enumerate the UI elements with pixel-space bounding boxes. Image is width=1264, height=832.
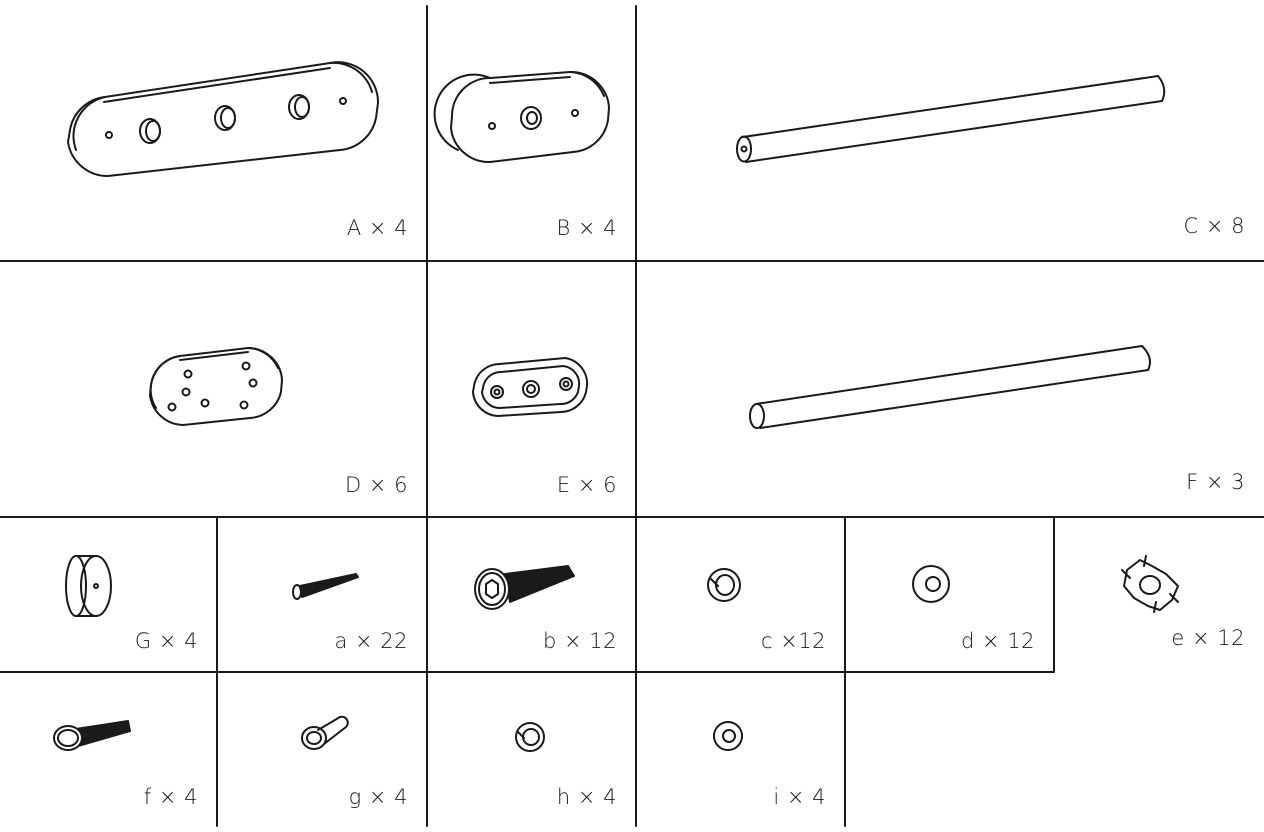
grid-lines — [0, 5, 1264, 827]
flat-washer-icon — [912, 565, 950, 603]
part-label-i: i × 4 — [773, 785, 826, 809]
part-label-C: C × 8 — [1183, 214, 1245, 238]
part-label-E: E × 6 — [556, 473, 617, 497]
wood-screw-icon — [292, 573, 359, 600]
part-label-c: c ×12 — [760, 629, 826, 653]
part-label-h: h × 4 — [556, 785, 617, 809]
split-lock-washer-icon — [515, 722, 545, 752]
part-label-D: D × 6 — [345, 473, 408, 497]
hex-bolt-icon — [474, 565, 575, 610]
part-label-B: B × 4 — [556, 216, 617, 240]
part-label-e: e × 12 — [1171, 626, 1245, 650]
long-rod-icon — [736, 75, 1166, 163]
long-plate-icon — [67, 61, 380, 178]
hex-bolt-icon — [53, 720, 131, 751]
part-label-A: A × 4 — [346, 216, 408, 240]
three-hole-plate-icon — [472, 357, 589, 417]
short-plate-icon — [433, 70, 610, 164]
six-hole-plate-icon — [149, 346, 283, 426]
foot-pad-icon — [65, 555, 112, 617]
part-label-G: G × 4 — [134, 629, 198, 653]
part-label-a: a × 22 — [334, 629, 408, 653]
connector-bolt-icon — [301, 715, 349, 750]
split-lock-washer-icon — [707, 568, 741, 602]
part-label-f: f × 4 — [143, 785, 198, 809]
rod-icon — [749, 345, 1151, 429]
part-label-F: F × 3 — [1186, 470, 1245, 494]
part-label-d: d × 12 — [961, 629, 1035, 653]
part-label-b: b × 12 — [543, 629, 617, 653]
part-label-g: g × 4 — [348, 785, 408, 809]
flat-washer-icon — [713, 721, 743, 751]
tee-nut-icon — [1121, 555, 1179, 613]
